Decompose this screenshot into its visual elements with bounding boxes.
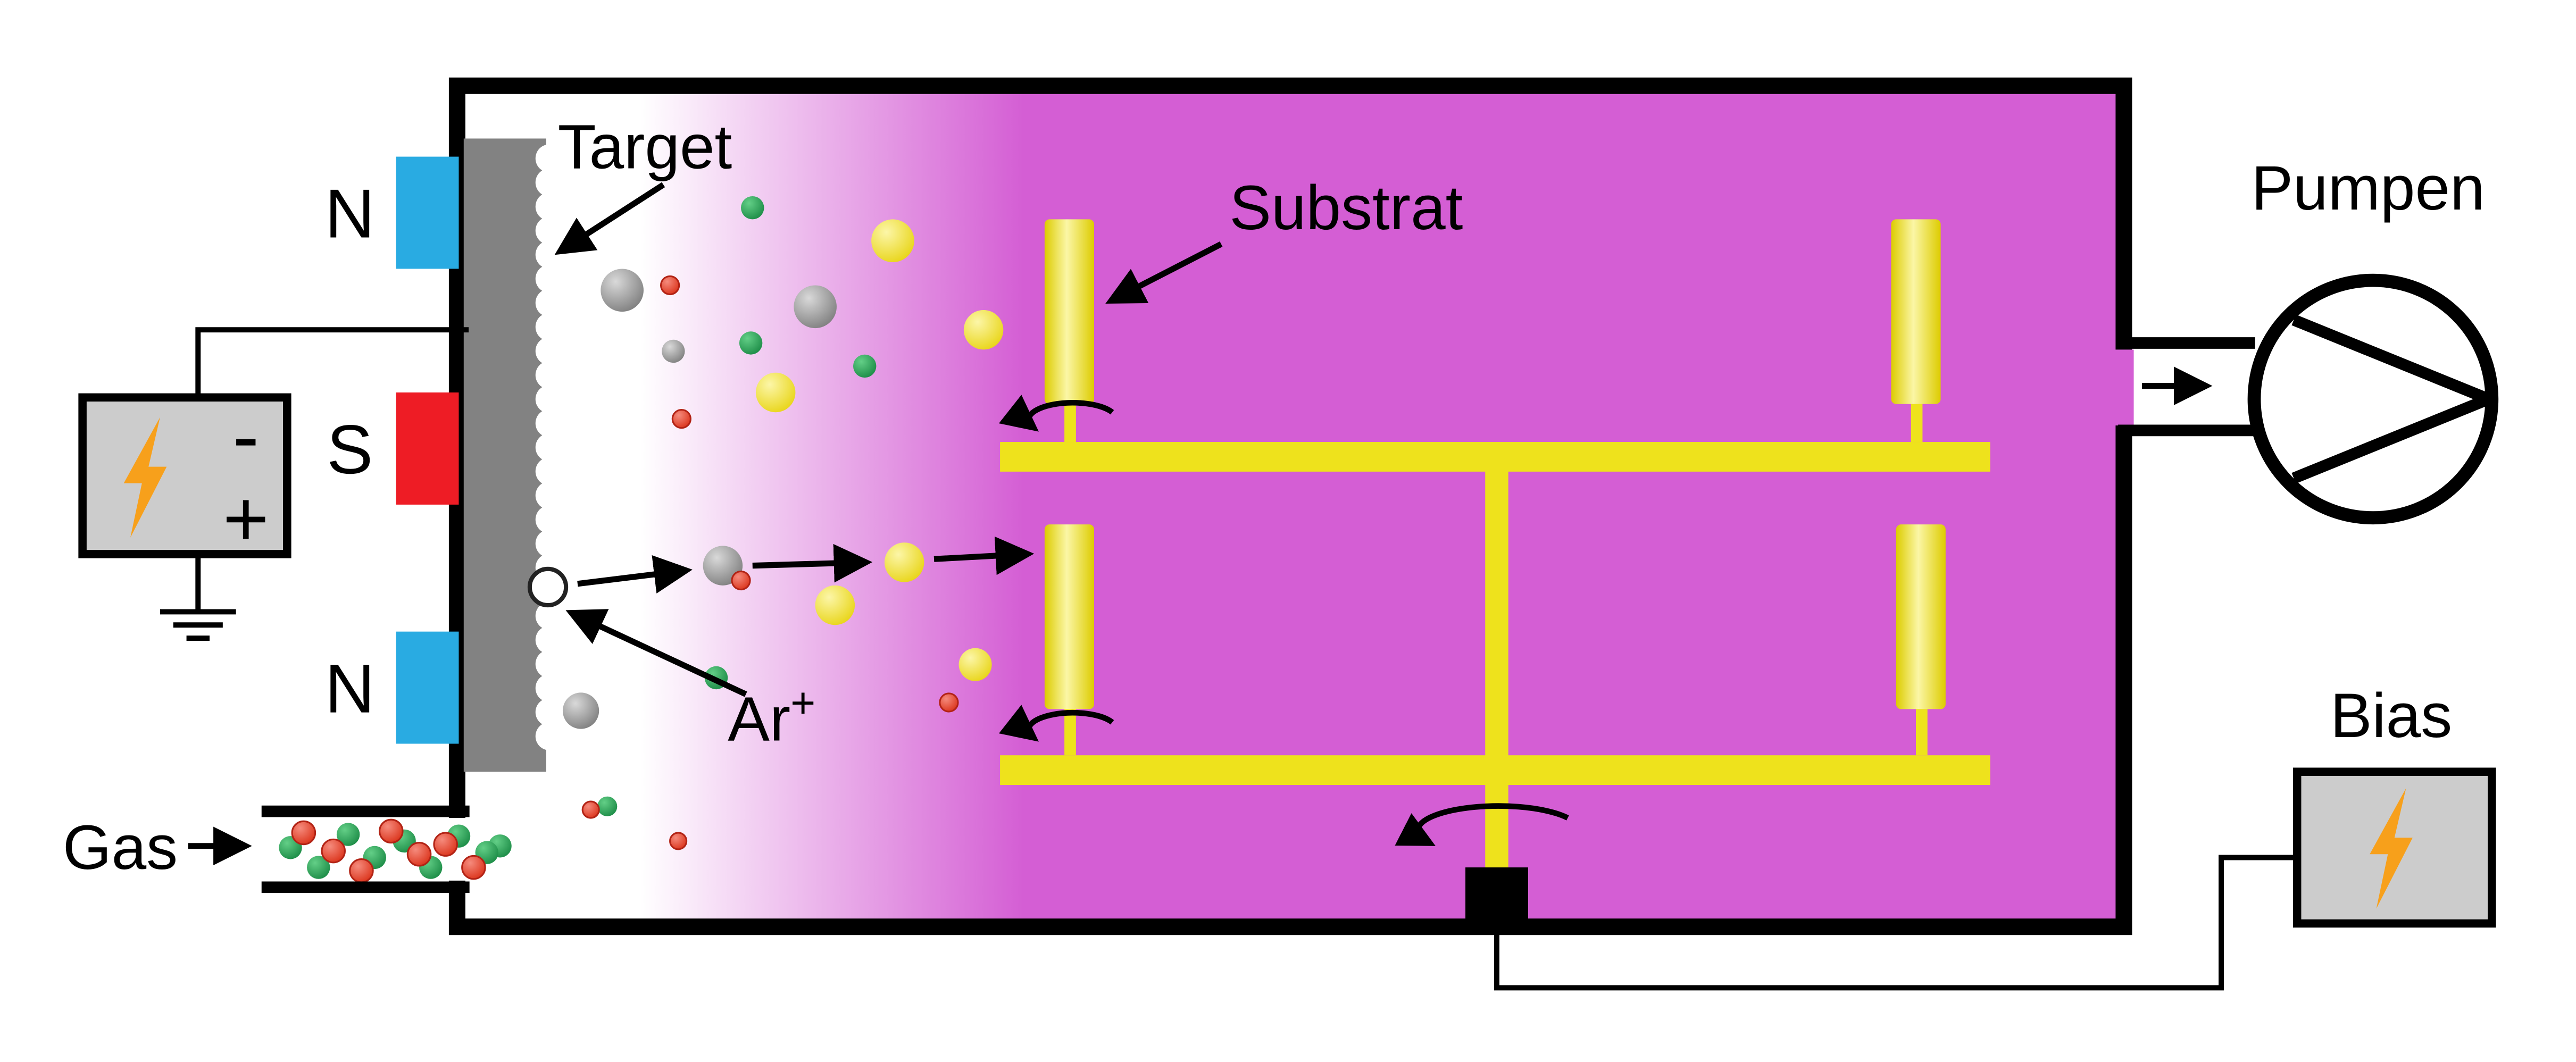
magnet-s-label: S	[327, 411, 373, 488]
substrate-label-arrow	[1105, 241, 1223, 304]
target-label: Target	[558, 111, 732, 181]
yellow-particle	[871, 219, 914, 263]
red-particle	[669, 832, 688, 850]
power-supply-box	[78, 393, 291, 558]
pump-symbol	[2247, 273, 2499, 525]
target-group	[463, 138, 564, 773]
yellow-particle	[958, 648, 992, 681]
bias-wire	[1494, 855, 2297, 991]
magnet-n-top	[396, 156, 459, 269]
green-particle	[741, 196, 764, 220]
argon-ion-label-symbol: Ar	[728, 683, 790, 754]
magnet-s-middle	[396, 392, 459, 505]
collision-arrow-ion-to-atom	[577, 555, 693, 594]
green-particle	[336, 823, 360, 846]
pump-symbol-blade-bottom	[2291, 394, 2491, 484]
green-particle	[307, 856, 330, 879]
rotation-arrow-shaft	[1395, 803, 1569, 846]
carousel-bar-bottom	[1000, 755, 1990, 785]
magnet-n-bottom-label: N	[325, 650, 375, 727]
substrate-holder-top-left	[1044, 219, 1094, 404]
substrate-holder-bottom-left	[1044, 524, 1094, 709]
holder-stem-bottom-right	[1916, 709, 1928, 756]
green-particle	[597, 796, 618, 816]
argon-ion-label-charge: +	[790, 679, 815, 727]
particle-layer	[279, 196, 1004, 883]
yellow-particle	[884, 542, 924, 582]
vacuum-chamber-wall	[448, 77, 2132, 935]
red-particle	[939, 692, 959, 713]
bias-supply: Bias	[1494, 680, 2496, 991]
holder-stem-top-left	[1064, 404, 1076, 442]
holder-stem-top-right	[1911, 404, 1923, 442]
red-particle	[291, 820, 316, 846]
white-particle	[527, 566, 569, 608]
lightning-bolt-icon	[123, 417, 167, 538]
sputter-target	[463, 138, 546, 772]
bias-label: Bias	[2330, 680, 2452, 750]
supply-negative-sign: -	[232, 391, 259, 480]
substrate-label: Substrat	[1229, 172, 1463, 242]
collision-arrows	[577, 536, 1035, 594]
target-label-arrow	[554, 182, 665, 255]
pump-symbol-blade-top	[2291, 314, 2491, 405]
substrate-assembly	[998, 219, 1990, 930]
power-supply: - +	[78, 327, 469, 641]
rotation-shaft	[1485, 456, 1508, 871]
supply-positive-sign: +	[223, 474, 269, 563]
red-particle	[461, 855, 486, 880]
rotation-arrow-bottom-left	[998, 705, 1114, 742]
gas-inlet: Gas	[63, 805, 470, 893]
red-particle	[671, 409, 691, 429]
pump-assembly: Pumpen	[2118, 153, 2499, 525]
annotations: Target Substrat Ar+	[554, 111, 1463, 754]
carousel-bar-top	[1000, 442, 1990, 472]
holder-stem-bottom-left	[1064, 709, 1076, 756]
yellow-particle	[815, 585, 855, 625]
rotation-arrow-top-left	[998, 395, 1114, 432]
red-particle	[660, 275, 680, 296]
chamber	[447, 77, 2134, 935]
argon-ion-label-arrow	[565, 609, 747, 697]
gray-particle	[794, 285, 837, 329]
magnet-n-top-label: N	[325, 175, 375, 253]
collision-arrow-atom-to-atom	[752, 543, 873, 583]
substrate-holder-top-right	[1891, 219, 1941, 404]
bias-lightning-bolt-icon	[2370, 788, 2413, 909]
red-particle	[581, 800, 600, 819]
yellow-particle	[755, 372, 796, 413]
power-supply-wire	[195, 327, 469, 398]
red-particle	[349, 858, 374, 883]
gray-particle	[562, 692, 599, 729]
magnet-n-bottom	[396, 631, 459, 744]
yellow-particle	[963, 310, 1004, 350]
collision-arrow-to-substrate	[933, 536, 1035, 575]
green-particle	[739, 331, 763, 355]
argon-ion-label: Ar+	[728, 679, 815, 754]
ground-symbol	[160, 554, 236, 641]
red-particle	[433, 832, 458, 857]
red-particle	[406, 842, 432, 867]
gray-particle	[662, 339, 685, 363]
magnet-stack: N S N	[325, 156, 459, 744]
gas-label: Gas	[63, 812, 178, 882]
substrate-holder-bottom-right	[1896, 524, 1946, 709]
gray-particle	[601, 269, 644, 312]
red-particle	[731, 570, 751, 591]
green-particle	[853, 354, 877, 378]
rotation-base	[1465, 867, 1528, 930]
pump-outlet-opening	[2114, 349, 2134, 426]
red-particle	[321, 838, 346, 864]
pump-label: Pumpen	[2252, 153, 2485, 223]
red-particle	[379, 818, 404, 844]
